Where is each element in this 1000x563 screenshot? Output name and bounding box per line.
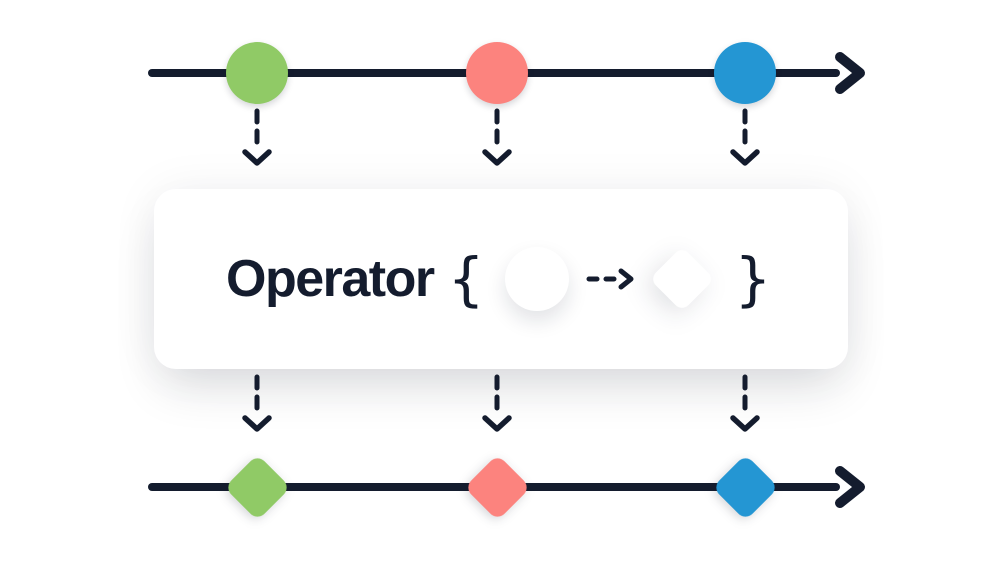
dashed-down-arrow-icon	[730, 374, 760, 432]
output-timeline-arrowhead-icon	[835, 466, 865, 508]
dashed-down-arrow-icon	[482, 374, 512, 432]
dashed-down-arrow-icon	[242, 374, 272, 432]
operator-input-circle	[504, 247, 569, 311]
output-marble-green	[224, 454, 291, 521]
input-timeline-arrowhead-icon	[835, 52, 865, 94]
dashed-down-arrow-icon	[730, 108, 760, 166]
operator-title: Operator	[226, 250, 435, 308]
output-marble-blue	[712, 454, 779, 521]
dashed-down-arrow-icon	[482, 108, 512, 166]
operator-card: Operator { }	[154, 189, 848, 369]
close-brace: }	[734, 245, 772, 313]
operator-output-diamond	[648, 246, 715, 312]
output-marble-salmon	[464, 454, 531, 521]
input-marble-salmon	[466, 42, 528, 104]
input-marble-blue	[714, 42, 776, 104]
input-marble-green	[226, 42, 288, 104]
operator-output-diamond-box	[648, 246, 715, 312]
transform-arrow-icon	[586, 268, 634, 290]
open-brace: {	[447, 245, 485, 313]
operator-signature: Operator { }	[154, 189, 848, 369]
dashed-down-arrow-icon	[242, 108, 272, 166]
